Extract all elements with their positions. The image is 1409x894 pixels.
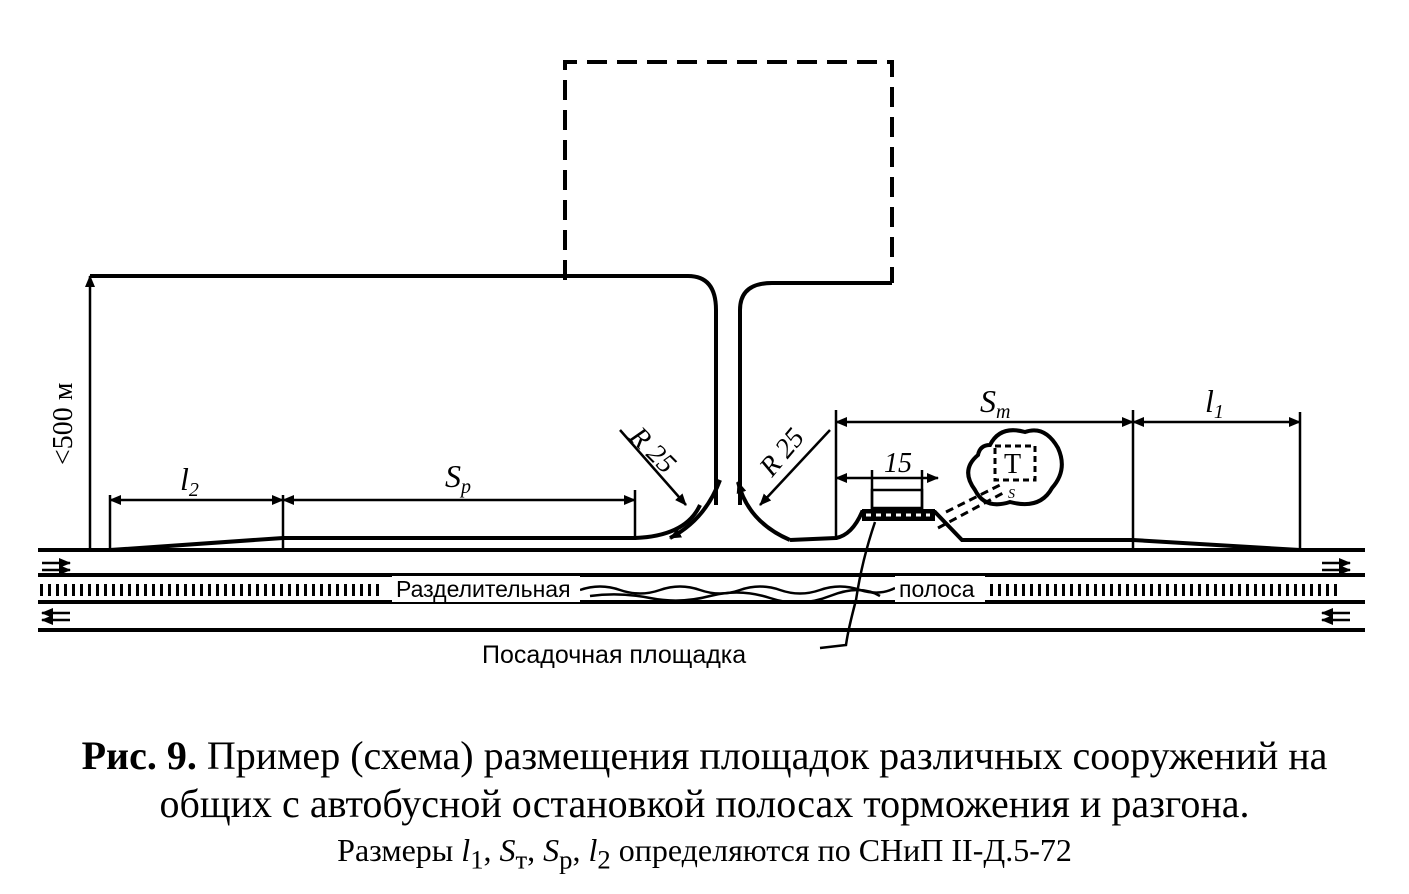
- caption-st-sub: т: [515, 844, 528, 875]
- caption-sizes-suffix: определяются по СНиП II-Д.5-72: [610, 832, 1072, 868]
- height-dimension: <500 м: [48, 275, 95, 550]
- caption-line-2: общих с автобусной остановкой полосах то…: [159, 781, 1250, 826]
- carriageway: [38, 548, 1365, 632]
- l1-label: l1: [1205, 383, 1224, 423]
- pad-length-label: 15: [884, 448, 912, 479]
- caption-st: S: [499, 832, 516, 868]
- caption-l2-sub: 2: [597, 844, 611, 875]
- sp-label: Sр: [445, 458, 471, 498]
- median-right-label: полоса: [899, 576, 975, 602]
- height-limit-label: <500 м: [48, 382, 79, 465]
- landing-pad: 15: [819, 448, 939, 650]
- caption-l1: l: [461, 832, 471, 868]
- landing-pad-label: Посадочная площадка: [482, 641, 746, 669]
- median-labels: Разделительная полоса: [392, 576, 985, 602]
- caption-sp: S: [543, 832, 560, 868]
- figure-number: Рис. 9.: [81, 733, 197, 778]
- median-left-label: Разделительная: [396, 576, 571, 602]
- caption-line-3: Размеры l1, Sт, Sр, l2 определяются по С…: [0, 828, 1409, 881]
- radius-right-label: R 25: [753, 423, 811, 484]
- caption-line-1-text: Пример (схема) размещения площадок разли…: [206, 733, 1328, 778]
- caption-line-1: Рис. 9. Пример (схема) размещения площад…: [0, 732, 1409, 780]
- traffic-arrows: [41, 558, 1351, 625]
- access-road: [90, 274, 892, 505]
- radius-left-label: R 25: [622, 420, 681, 479]
- caption-sizes-prefix: Размеры: [337, 832, 462, 868]
- acceleration-lane: l2 Sр: [108, 458, 702, 552]
- figure-caption: Рис. 9. Пример (схема) размещения площад…: [0, 732, 1409, 881]
- turn-radii: R 25 R 25: [619, 420, 831, 542]
- site-block: [563, 60, 894, 283]
- deceleration-lane: Sт l1: [789, 383, 1302, 552]
- caption-sep: ,: [527, 832, 544, 868]
- l2-label: l2: [180, 461, 199, 501]
- station-sub-label: S: [1008, 487, 1015, 502]
- caption-l2: l: [588, 832, 598, 868]
- station-label: Т: [1004, 449, 1021, 480]
- caption-l1-sub: 1: [470, 844, 484, 875]
- caption-sp-sub: р: [559, 844, 573, 875]
- st-label: Sт: [980, 383, 1010, 423]
- caption-sep: ,: [483, 832, 500, 868]
- caption-sep: ,: [572, 832, 589, 868]
- service-facility: Т S: [937, 428, 1064, 530]
